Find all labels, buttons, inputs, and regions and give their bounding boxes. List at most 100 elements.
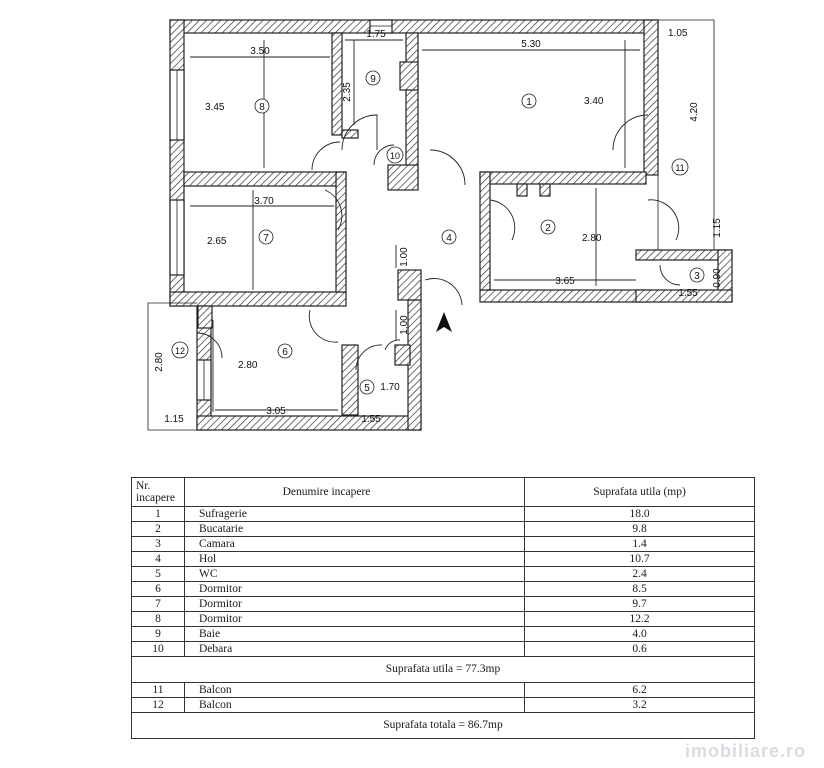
dim-label: 1.70: [380, 382, 400, 393]
dim-label: 1.55: [361, 414, 381, 425]
summary-total: Suprafata totala = 86.7mp: [131, 712, 755, 739]
dim-label: 1.15: [164, 414, 184, 425]
cell-name: Baie: [184, 626, 525, 642]
cell-nr: 4: [131, 551, 185, 567]
dim-label: 2.80: [582, 233, 602, 244]
cell-area: 0.6: [524, 641, 755, 657]
room-marker-6: [277, 343, 293, 359]
interior-walls: [183, 32, 647, 416]
dimension-labels: 3.50 3.45 1.75 2.35 5.30 3.40 1.05 4.20 …: [154, 28, 723, 425]
room-marker-7-label: 7: [263, 233, 269, 244]
cell-area: 18.0: [524, 506, 755, 522]
balconies: [147, 19, 715, 431]
dim-label: 1.75: [366, 29, 386, 40]
cell-area: 4.0: [524, 626, 755, 642]
summary-row-util: Suprafata utila = 77.3mp: [131, 656, 755, 683]
room-marker-7: [258, 229, 274, 245]
cell-name: Camara: [184, 536, 525, 552]
room-marker-3-label: 3: [694, 271, 700, 282]
cell-nr: 10: [131, 641, 185, 657]
room-marker-8: [254, 98, 270, 114]
dim-label: 2.35: [342, 82, 353, 102]
cell-name: WC: [184, 566, 525, 582]
cell-nr: 6: [131, 581, 185, 597]
dim-label: 2.65: [207, 236, 227, 247]
room-marker-11: [671, 158, 689, 176]
room-marker-6-label: 6: [282, 347, 288, 358]
cell-area: 9.7: [524, 596, 755, 612]
cell-nr: 11: [131, 682, 185, 698]
cell-area: 10.7: [524, 551, 755, 567]
cell-name: Bucatarie: [184, 521, 525, 537]
cell-name: Dormitor: [184, 611, 525, 627]
entrance-arrow-icon: [436, 312, 452, 332]
cell-nr: 3: [131, 536, 185, 552]
room-marker-12-label: 12: [175, 346, 185, 356]
dim-label: 2.80: [238, 360, 258, 371]
cell-nr: 2: [131, 521, 185, 537]
cell-nr: 8: [131, 611, 185, 627]
summary-util: Suprafata utila = 77.3mp: [131, 656, 755, 683]
dim-label: 1.55: [678, 288, 698, 299]
dim-label: 3.45: [205, 102, 225, 113]
cell-name: Dormitor: [184, 581, 525, 597]
dim-label: 1.15: [712, 218, 723, 238]
dim-label: 1.05: [668, 28, 688, 39]
dim-label: 3.40: [584, 96, 604, 107]
cell-area: 12.2: [524, 611, 755, 627]
room-marker-1: [521, 93, 537, 109]
dim-label: 1.00: [399, 247, 410, 267]
cell-nr: 5: [131, 566, 185, 582]
dim-label: 5.30: [521, 39, 541, 50]
cell-nr: 7: [131, 596, 185, 612]
room-marker-4-label: 4: [446, 233, 452, 244]
dim-label: 1.00: [399, 315, 410, 335]
room-marker-10: [386, 146, 404, 164]
cell-name: Balcon: [184, 682, 525, 698]
dim-label: 0.90: [712, 268, 723, 288]
room-marker-4: [441, 229, 457, 245]
dim-label: 4.20: [689, 102, 700, 122]
room-table: Nr. incapere Denumire incapere Suprafata…: [131, 477, 755, 739]
floor-plan: 1 2 3 4 5 6 7 8 9 10 11 12 3.50 3.45 1.7…: [147, 19, 733, 431]
dim-label: 2.80: [154, 352, 165, 372]
header-area: Suprafata utila (mp): [524, 477, 755, 507]
room-marker-10-label: 10: [390, 151, 400, 161]
cell-nr: 12: [131, 697, 185, 713]
cell-name: Debara: [184, 641, 525, 657]
room-marker-12: [171, 341, 189, 359]
room-marker-11-label: 11: [675, 163, 684, 173]
room-marker-1-label: 1: [526, 97, 532, 108]
cell-area: 1.4: [524, 536, 755, 552]
windows: [169, 19, 393, 401]
cell-name: Hol: [184, 551, 525, 567]
dim-label: 3.65: [555, 276, 575, 287]
cell-area: 2.4: [524, 566, 755, 582]
cell-nr: 9: [131, 626, 185, 642]
cell-name: Balcon: [184, 697, 525, 713]
summary-row-total: Suprafata totala = 86.7mp: [131, 712, 755, 739]
cell-name: Sufragerie: [184, 506, 525, 522]
room-marker-8-label: 8: [259, 102, 265, 113]
header-name: Denumire incapere: [184, 477, 525, 507]
cell-area: 3.2: [524, 697, 755, 713]
header-nr: Nr. incapere: [131, 477, 185, 507]
cell-nr: 1: [131, 506, 185, 522]
room-marker-9: [365, 70, 381, 86]
room-markers: 1 2 3 4 5 6 7 8 9 10 11 12: [171, 70, 705, 395]
watermark: imobiliare.ro: [684, 741, 806, 761]
dim-label: 3.50: [250, 46, 270, 57]
cell-name: Dormitor: [184, 596, 525, 612]
doors: [196, 114, 681, 371]
